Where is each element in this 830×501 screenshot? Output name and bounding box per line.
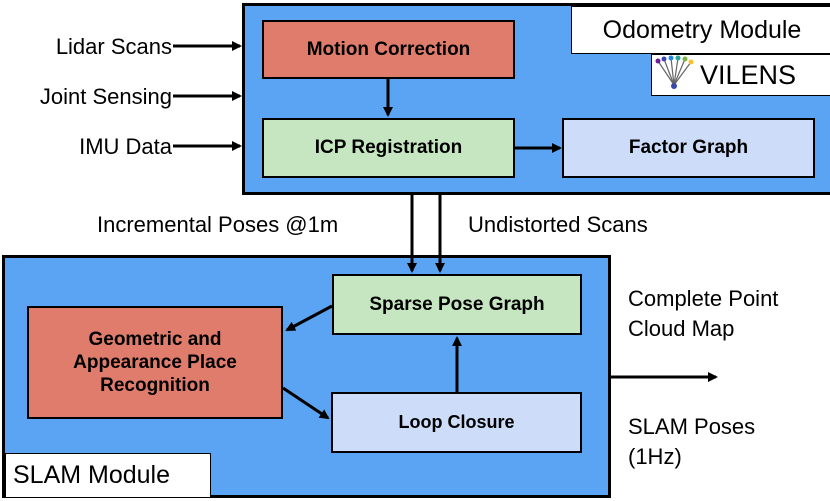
incremental-poses-label: Incremental Poses @1m [97, 212, 339, 237]
vilens-icon [655, 55, 694, 89]
output-poses-line-2: (1Hz) [628, 444, 682, 469]
place-recognition-label-line-2: Appearance Place [73, 351, 237, 373]
recognition-to-loop-closure-arrow [282, 386, 330, 420]
pose-graph-to-recognition-arrow [285, 304, 333, 332]
loop-closure-label: Loop Closure [398, 411, 515, 432]
vilens-logo: VILENS [651, 54, 830, 96]
input-joint-sensing: Joint Sensing [39, 84, 172, 109]
factor-graph-node: Factor Graph [562, 118, 815, 178]
motion-correction-node: Motion Correction [262, 20, 515, 79]
undistorted-scans-label: Undistorted Scans [468, 212, 648, 237]
vilens-logo-text: VILENS [700, 59, 797, 90]
sparse-pose-graph-node: Sparse Pose Graph [332, 274, 582, 335]
odometry-module-title-text: Odometry Module [602, 15, 802, 44]
factor-graph-label: Factor Graph [628, 137, 749, 159]
icp-registration-label: ICP Registration [314, 137, 463, 159]
output-map-line-1: Complete Point [628, 286, 779, 311]
icp-registration-node: ICP Registration [262, 118, 515, 178]
output-map-line-2: Cloud Map [628, 316, 735, 341]
place-recognition-node: Geometric and Appearance Place Recogniti… [27, 306, 283, 419]
place-recognition-label-line-3: Recognition [100, 375, 210, 397]
output-poses-line-1: SLAM Poses [628, 414, 756, 439]
slam-module-title-text: SLAM Module [13, 461, 171, 489]
input-lidar-scans: Lidar Scans [55, 34, 172, 59]
slam-module-title: SLAM Module [5, 453, 211, 498]
loop-closure-node: Loop Closure [331, 392, 582, 453]
input-imu-data: IMU Data [79, 134, 172, 159]
odometry-module-title: Odometry Module [571, 6, 830, 54]
sparse-pose-graph-label: Sparse Pose Graph [369, 293, 545, 315]
place-recognition-label-line-1: Geometric and [88, 328, 222, 350]
motion-correction-label: Motion Correction [306, 38, 471, 60]
